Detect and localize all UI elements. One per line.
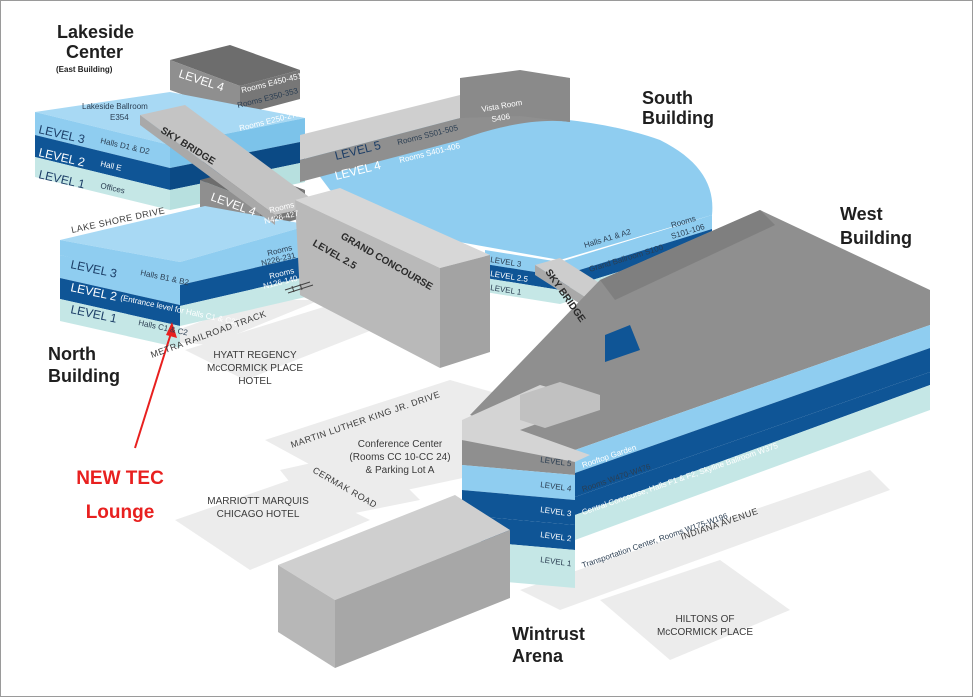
lakeside-title-2: Center <box>66 42 123 62</box>
hyatt-line1: HYATT REGENCY <box>213 350 297 361</box>
lakeside-ballroom-1: Lakeside Ballroom <box>82 102 148 111</box>
lakeside-title-1: Lakeside <box>57 22 134 42</box>
hyatt-line2: McCORMICK PLACE <box>207 363 303 374</box>
north-level2-front <box>60 278 180 326</box>
rail-mark-1 <box>284 281 311 291</box>
lakeside-level3-front <box>35 112 170 168</box>
road-metra <box>150 300 320 345</box>
marriott-line2: CHICAGO HOTEL <box>217 509 300 520</box>
south-level25-front <box>485 264 560 290</box>
west-level1-side <box>575 385 930 540</box>
north-level3-front <box>60 255 180 305</box>
west-level2-label: LEVEL 2 <box>540 530 573 543</box>
marriott-line1: MARRIOTT MARQUIS <box>207 496 309 507</box>
north-level1-front <box>60 299 180 348</box>
south-vista-2: S406 <box>491 112 512 124</box>
sky-bridge-east-edge <box>140 115 275 225</box>
west-level4-label: LEVEL 4 <box>540 480 573 493</box>
concourse-front <box>295 200 440 368</box>
west-level4-side <box>575 325 930 473</box>
west-building[interactable] <box>462 210 930 588</box>
north-level1-side <box>180 276 310 326</box>
lakeside-level4-front <box>170 60 240 115</box>
west-level3-side <box>575 348 930 497</box>
hiltons-line1: HILTONS OF <box>675 614 734 625</box>
hiltons-line2: McCORMICK PLACE <box>657 627 753 638</box>
wintrust-title-1: Wintrust <box>512 624 585 644</box>
west-roof-bump <box>600 210 775 300</box>
callout-arrow-head <box>166 322 177 338</box>
conf-line3: & Parking Lot A <box>366 465 435 476</box>
marriott-lot <box>175 480 370 570</box>
arena-side <box>335 530 510 668</box>
lakeside-ballroom-2: E354 <box>110 113 129 122</box>
west-level3-label: LEVEL 3 <box>540 505 573 518</box>
north-title-2: Building <box>48 366 120 386</box>
lakeside-level1-front <box>35 157 170 210</box>
south-title-2: Building <box>642 108 714 128</box>
callout-arrow <box>134 322 177 449</box>
south-level3-side <box>560 215 712 276</box>
lakeside-level4-top <box>170 45 300 86</box>
north-level3-top <box>60 206 310 262</box>
callout-line1: NEW TEC <box>76 468 164 489</box>
hyatt-lot <box>185 305 385 380</box>
concourse-side <box>440 255 490 368</box>
south-level25-side <box>560 229 712 290</box>
callout-line2: Lounge <box>86 502 155 523</box>
callout-arrow-line <box>134 329 173 449</box>
sky-bridge-east <box>140 105 320 215</box>
wintrust-title-2: Arena <box>512 646 564 666</box>
rooftop-inner <box>520 382 600 428</box>
north-level3-side <box>180 225 310 285</box>
north-level2-side <box>180 255 310 306</box>
rail-tick-1 <box>291 285 295 293</box>
west-level3-front <box>462 490 575 525</box>
lakeside-subtitle: (East Building) <box>56 65 113 74</box>
west-title-1: West <box>840 204 883 224</box>
west-notch-dark <box>605 325 640 362</box>
west-level2-side <box>575 372 930 515</box>
west-level1-label: LEVEL 1 <box>540 555 573 568</box>
rail-mark-2 <box>287 284 314 294</box>
west-title-2: Building <box>840 228 912 248</box>
rail-marks <box>284 281 314 294</box>
south-level1-front <box>485 278 560 304</box>
wintrust-arena[interactable] <box>278 495 510 668</box>
ground-areas <box>150 300 890 660</box>
conf-line1: Conference Center <box>358 439 443 450</box>
indiana-road <box>520 470 890 610</box>
concourse-top <box>295 188 490 268</box>
west-level4-front <box>462 465 575 500</box>
lakeside-level4-side <box>240 70 300 115</box>
lakeside-level2-front <box>35 135 170 190</box>
south-title-1: South <box>642 88 693 108</box>
arena-front <box>278 565 335 668</box>
conf-line2: (Rooms CC 10-CC 24) <box>349 452 450 463</box>
hiltons-lot <box>600 560 790 660</box>
rail-tick-2 <box>299 283 303 291</box>
west-level5-label: LEVEL 5 <box>540 455 573 468</box>
hyatt-line3: HOTEL <box>238 376 272 387</box>
north-level3-front-fill <box>60 240 180 285</box>
north-title-1: North <box>48 344 96 364</box>
west-roof <box>470 210 930 450</box>
grand-concourse[interactable] <box>140 105 490 368</box>
south-level4-strip <box>300 98 570 182</box>
south-vista-block <box>460 70 570 122</box>
arena-top <box>278 495 510 600</box>
